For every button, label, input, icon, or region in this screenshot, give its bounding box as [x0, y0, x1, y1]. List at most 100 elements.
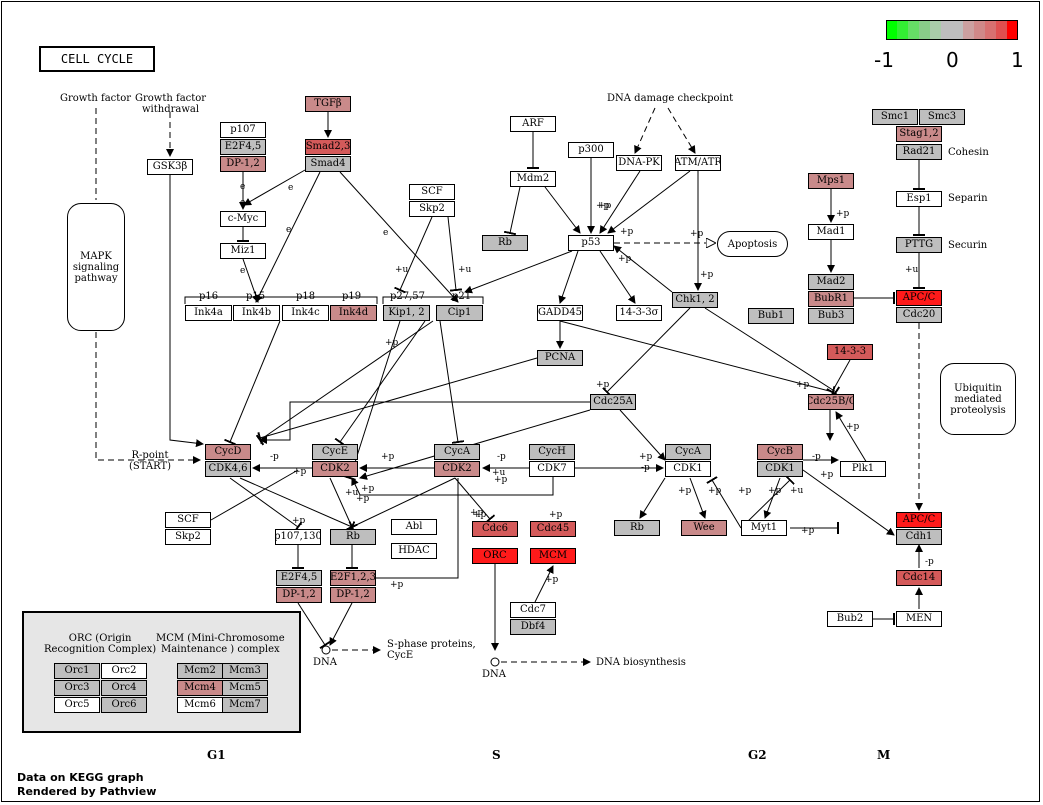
gene-node-orc3[interactable]: Orc3	[54, 680, 100, 696]
gene-node-plk1[interactable]: Plk1	[840, 461, 886, 477]
gene-node-cdc7[interactable]: Cdc7	[510, 602, 556, 618]
gene-node-cycb[interactable]: CycB	[757, 444, 803, 460]
gene-node-mad2[interactable]: Mad2	[808, 274, 854, 290]
gene-node-rb[interactable]: Rb	[482, 235, 528, 251]
gene-node-mad1[interactable]: Mad1	[808, 224, 854, 240]
gene-node-wee[interactable]: Wee	[681, 520, 727, 536]
gene-node-cdk7[interactable]: CDK7	[529, 461, 575, 477]
gene-node-dp-1-2[interactable]: DP-1,2	[276, 587, 322, 603]
gene-node-cdk2[interactable]: CDK2	[312, 461, 358, 477]
gene-node-esp1[interactable]: Esp1	[896, 191, 942, 207]
gene-node-mps1[interactable]: Mps1	[808, 173, 854, 189]
gene-node-ink4d[interactable]: Ink4d	[330, 305, 377, 321]
gene-node-men[interactable]: MEN	[896, 611, 942, 627]
gene-node-smad2-3[interactable]: Smad2,3	[305, 139, 351, 155]
gene-node-mcm[interactable]: MCM	[530, 548, 576, 564]
gene-node-cycd[interactable]: CycD	[205, 444, 251, 460]
gene-node-cyca[interactable]: CycA	[665, 444, 711, 460]
gene-node-e2f4-5[interactable]: E2F4,5	[276, 570, 322, 586]
edge-annotation: +p	[596, 380, 610, 390]
gene-node-mcm6[interactable]: Mcm6	[177, 697, 223, 713]
gene-node-scf[interactable]: SCF	[409, 184, 455, 200]
gene-node-orc[interactable]: ORC	[472, 548, 518, 564]
gene-node-ink4c[interactable]: Ink4c	[282, 305, 329, 321]
gene-node-cdc6[interactable]: Cdc6	[472, 521, 518, 537]
gene-node-rad21[interactable]: Rad21	[896, 144, 942, 160]
gene-node-14-3-3[interactable]: 14-3-3	[827, 344, 873, 360]
gene-node-skp2[interactable]: Skp2	[165, 529, 211, 545]
gene-node-rb[interactable]: Rb	[330, 529, 376, 545]
gene-node-smc3[interactable]: Smc3	[919, 109, 965, 125]
ubiquitin-pathway-box[interactable]: Ubiquitin mediated proteolysis	[940, 363, 1016, 435]
gene-node-bub1[interactable]: Bub1	[748, 308, 794, 324]
gene-node-c-myc[interactable]: c-Myc	[220, 211, 266, 227]
gene-node-smad4[interactable]: Smad4	[305, 156, 351, 172]
gene-node-mdm2[interactable]: Mdm2	[510, 171, 556, 187]
gene-node-ink4a[interactable]: Ink4a	[185, 305, 232, 321]
gene-node-tgf[interactable]: TGFβ	[305, 96, 351, 112]
gene-node-gadd45[interactable]: GADD45	[537, 305, 583, 321]
edge-annotation: e	[383, 228, 389, 238]
gene-node-rb[interactable]: Rb	[614, 520, 660, 536]
gene-node-cdk4-6[interactable]: CDK4,6	[205, 461, 251, 477]
gene-node-cdk2[interactable]: CDK2	[434, 461, 480, 477]
gene-node-p107[interactable]: p107	[220, 122, 266, 138]
gene-node-apc-c[interactable]: APC/C	[896, 512, 942, 528]
gene-node-p107-130[interactable]: p107,130	[275, 529, 321, 545]
gene-node-pttg[interactable]: PTTG	[896, 237, 942, 253]
gene-node-cdh1[interactable]: Cdh1	[896, 529, 942, 545]
gene-node-cyca[interactable]: CycA	[434, 444, 480, 460]
gene-node-e2f4-5[interactable]: E2F4,5	[220, 139, 266, 155]
gene-node-dp-1-2[interactable]: DP-1,2	[220, 156, 266, 172]
gene-node-cdc45[interactable]: Cdc45	[530, 521, 576, 537]
gene-node-dp-1-2[interactable]: DP-1,2	[330, 587, 376, 603]
gene-node-e2f1-2-3[interactable]: E2F1,2,3	[330, 570, 376, 586]
gene-node-gsk3[interactable]: GSK3β	[147, 159, 193, 175]
gene-node-mcm4[interactable]: Mcm4	[177, 680, 223, 696]
gene-node-stag1-2[interactable]: Stag1,2	[896, 126, 942, 142]
apoptosis-box[interactable]: Apoptosis	[717, 231, 788, 257]
gene-node-cyce[interactable]: CycE	[312, 444, 358, 460]
gene-node-cip1[interactable]: Cip1	[436, 305, 483, 321]
gene-node-p300[interactable]: p300	[568, 142, 614, 158]
gene-node-orc6[interactable]: Orc6	[101, 697, 147, 713]
gene-node-dna-pk[interactable]: DNA-PK	[616, 155, 662, 171]
gene-node-apc-c[interactable]: APC/C	[896, 290, 942, 306]
mapk-pathway-box[interactable]: MAPK signaling pathway	[67, 203, 125, 331]
gene-node-cych[interactable]: CycH	[529, 444, 575, 460]
gene-node-smc1[interactable]: Smc1	[872, 109, 918, 125]
gene-node-cdc20[interactable]: Cdc20	[896, 307, 942, 323]
gene-node-mcm5[interactable]: Mcm5	[222, 680, 268, 696]
gene-node-p53[interactable]: p53	[568, 235, 614, 251]
gene-node-kip1-2[interactable]: Kip1, 2	[383, 305, 430, 321]
gene-node-cdc14[interactable]: Cdc14	[896, 570, 942, 586]
gene-node-orc2[interactable]: Orc2	[101, 663, 147, 679]
gene-node-bubr1[interactable]: BubR1	[808, 291, 854, 307]
gene-node-scf[interactable]: SCF	[165, 512, 211, 528]
gene-node-hdac[interactable]: HDAC	[391, 543, 437, 559]
gene-node-atm-atr[interactable]: ATM/ATR	[675, 155, 721, 171]
gene-node-mcm3[interactable]: Mcm3	[222, 663, 268, 679]
gene-node-orc4[interactable]: Orc4	[101, 680, 147, 696]
gene-node-ink4b[interactable]: Ink4b	[233, 305, 280, 321]
gene-node-mcm2[interactable]: Mcm2	[177, 663, 223, 679]
gene-node-dbf4[interactable]: Dbf4	[510, 619, 556, 635]
gene-node-orc5[interactable]: Orc5	[54, 697, 100, 713]
gene-node-cdc25a[interactable]: Cdc25A	[590, 394, 636, 410]
gene-node-bub2[interactable]: Bub2	[827, 611, 873, 627]
gene-node-miz1[interactable]: Miz1	[220, 243, 266, 259]
gene-node-arf[interactable]: ARF	[510, 116, 556, 132]
gene-node-myt1[interactable]: Myt1	[741, 520, 787, 536]
gene-node-bub3[interactable]: Bub3	[808, 308, 854, 324]
gene-node-cdk1[interactable]: CDK1	[757, 461, 803, 477]
gene-node-chk1-2[interactable]: Chk1, 2	[672, 292, 718, 308]
gene-node-skp2[interactable]: Skp2	[409, 201, 455, 217]
gene-node-pcna[interactable]: PCNA	[537, 350, 583, 366]
gene-node-cdk1[interactable]: CDK1	[665, 461, 711, 477]
gene-node-14-3-3[interactable]: 14-3-3σ	[616, 305, 662, 321]
gene-node-cdc25b-c[interactable]: Cdc25B/C	[808, 394, 854, 410]
gene-node-mcm7[interactable]: Mcm7	[222, 697, 268, 713]
gene-node-orc1[interactable]: Orc1	[54, 663, 100, 679]
gene-node-abl[interactable]: Abl	[391, 519, 437, 535]
activation-edge	[667, 107, 696, 154]
